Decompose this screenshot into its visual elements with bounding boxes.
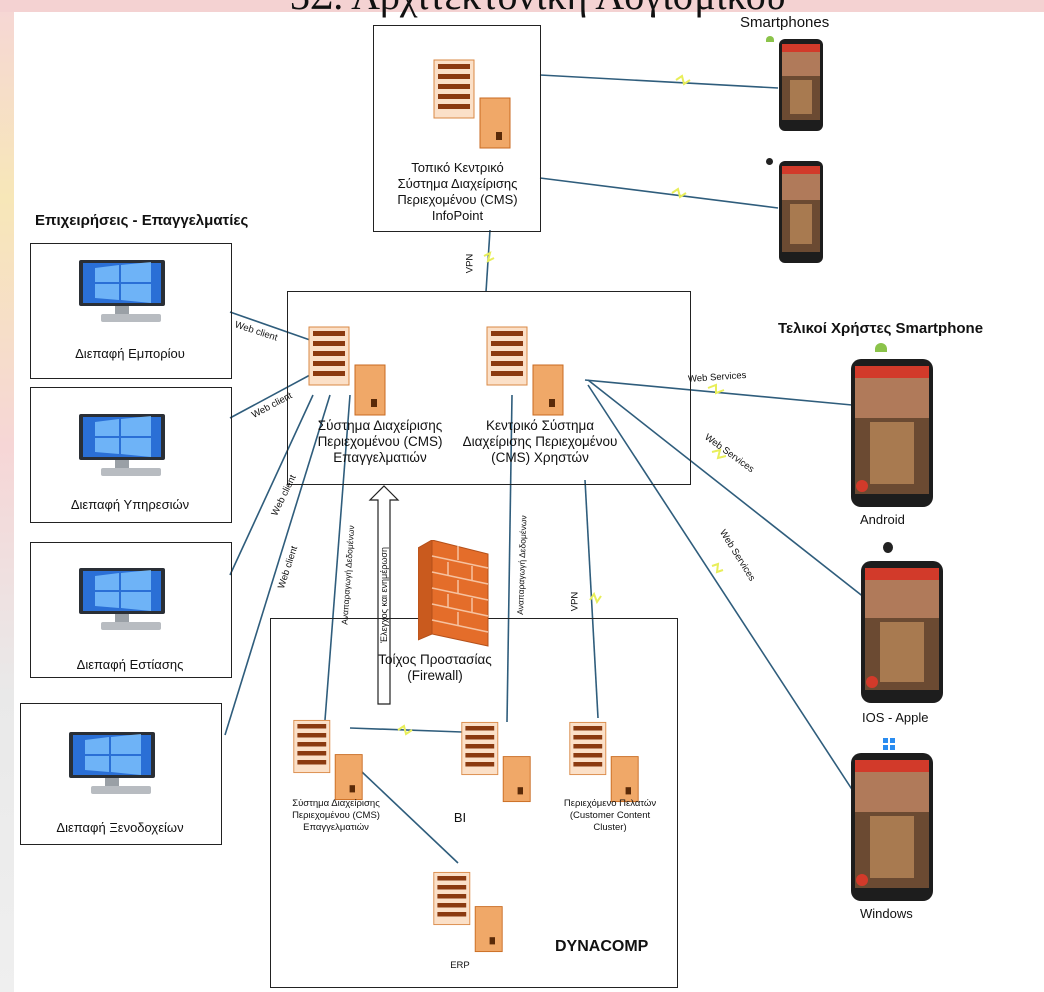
link-iface1 (229, 311, 311, 341)
businesses-heading: Επιχειρήσεις - Επαγγελματίες (35, 212, 249, 229)
apple-logo-icon (883, 542, 893, 553)
server-icon (461, 721, 531, 803)
apple-logo-icon (766, 158, 773, 165)
server-icon (569, 721, 639, 803)
dc-pro-cms-label: Σύστημα Διαχείρισης Περιεχομένου (CMS) Ε… (292, 798, 380, 833)
firewall-icon (418, 540, 489, 647)
ios-label: IOS - Apple (862, 710, 929, 725)
bi-label: BI (453, 810, 467, 825)
content-cluster-label: Περιεχόμενο Πελατών (Customer Content Cl… (563, 798, 657, 833)
windows-logo-icon (883, 738, 895, 750)
smartphones-label: Smartphones (740, 14, 830, 31)
link-infopoint-phone2 (539, 177, 779, 209)
infopoint-box (373, 25, 541, 232)
link-iface4 (224, 394, 331, 736)
vpn-label: VPN (464, 253, 476, 274)
erp-label: ERP (450, 960, 470, 971)
desktop-pc-icon (69, 732, 155, 794)
server-icon (293, 719, 363, 801)
link-infopoint-phone1 (539, 74, 779, 89)
smartphone-icon (851, 359, 933, 507)
smartphone-icon (779, 39, 823, 131)
iface-services-box[interactable] (30, 387, 232, 523)
main-cms-box (287, 291, 691, 485)
infopoint-cms-label: Τοπικό Κεντρικό Σύστημα Διαχείρισης Περι… (397, 160, 518, 223)
link-replication-left (324, 394, 351, 721)
windows-label: Windows (860, 906, 913, 921)
iface-label-dining: Διεπαφή Εστίασης (76, 657, 184, 672)
dynacomp-label: DYNACOMP (555, 938, 649, 955)
android-logo-icon (766, 36, 774, 42)
link-replication-right (506, 394, 513, 723)
android-label: Android (860, 512, 905, 527)
link-ws-windows (587, 384, 856, 795)
smartphone-icon (779, 161, 823, 263)
server-icon (433, 871, 503, 953)
page-title: 3Σ. Αρχιτεκτονική Λογισμικού (290, 0, 786, 19)
check-update-label: Έλεγχος και ενημέρωση (378, 547, 389, 643)
iface-hotels-box[interactable] (20, 703, 222, 845)
server-icon (433, 59, 511, 149)
background-strip-top (0, 0, 1044, 12)
firewall-label: Τοίχος Προστασίας (Firewall) (378, 652, 492, 683)
desktop-pc-icon (79, 414, 165, 476)
server-icon (308, 326, 386, 416)
link-iface3 (229, 394, 314, 576)
iface-dining-box[interactable] (30, 542, 232, 678)
smartphone-icon (861, 561, 943, 703)
pro-cms-label: Σύστημα Διαχείρισης Περιεχομένου (CMS) Ε… (317, 418, 443, 465)
iface-label-commerce: Διεπαφή Εμπορίου (75, 346, 185, 361)
iface-label-hotels: Διεπαφή Ξενοδοχείων (56, 820, 184, 835)
link-iface2 (229, 374, 311, 419)
vpn-label: VPN (569, 591, 581, 612)
iface-commerce-box[interactable] (30, 243, 232, 379)
desktop-pc-icon (79, 568, 165, 630)
smartphone-icon (851, 753, 933, 901)
background-strip-left (0, 0, 14, 992)
desktop-pc-icon (79, 260, 165, 322)
central-cms-label: Κεντρικό Σύστημα Διαχείρισης Περιεχομένο… (462, 418, 618, 465)
link-ws-ios (587, 379, 866, 599)
check-update-arrow (368, 485, 400, 705)
iface-label-services: Διεπαφή Υπηρεσιών (70, 497, 190, 512)
end-users-heading: Τελικοί Χρήστες Smartphone (778, 320, 984, 337)
android-logo-icon (875, 343, 887, 352)
link-cms-erp (361, 771, 459, 864)
server-icon (486, 326, 564, 416)
